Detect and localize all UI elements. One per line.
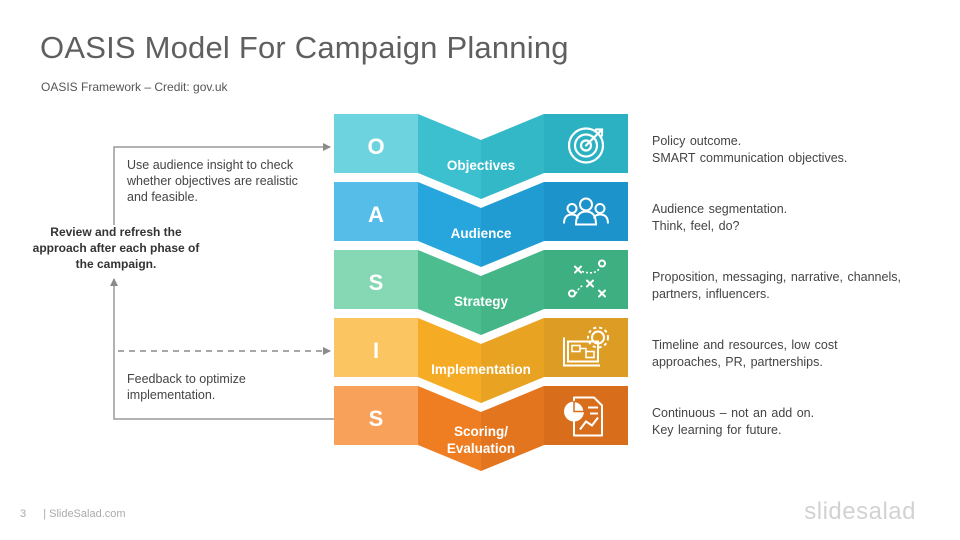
chevron-shade xyxy=(481,182,544,267)
icon-block xyxy=(544,318,628,377)
stage-letter: A xyxy=(368,202,384,227)
scoring-description-line: Continuous – not an add on. xyxy=(652,406,815,420)
letter-block xyxy=(334,182,418,241)
letter-block xyxy=(334,250,418,309)
stage-label: Evaluation xyxy=(447,441,515,456)
brand-logo: slidesalad xyxy=(804,498,916,525)
chevron-shade xyxy=(481,250,544,335)
audience-description: Audience segmentation. Think, feel, do? xyxy=(652,201,932,234)
strategy-description-line: partners, influencers. xyxy=(652,286,770,301)
page-title: OASIS Model For Campaign Planning xyxy=(40,30,569,65)
stage-label: Objectives xyxy=(447,158,515,173)
page-number: 3 xyxy=(20,508,27,520)
chevron-shade xyxy=(481,318,544,403)
target-icon xyxy=(567,127,605,164)
implementation-description-line: Timeline and resources, low cost xyxy=(652,338,838,352)
icon-block xyxy=(544,114,628,173)
chevron-shade xyxy=(481,386,544,471)
scoring-description-line: Key learning for future. xyxy=(652,422,782,437)
page-subtitle: OASIS Framework – Credit: gov.uk xyxy=(41,80,228,94)
stage-letter: S xyxy=(369,406,384,431)
scoring-description: Continuous – not an add on. Key learning… xyxy=(652,405,932,438)
oasis-stage: A Audience xyxy=(334,182,628,267)
oasis-stage: O Objectives xyxy=(334,114,628,199)
strategy-play-icon xyxy=(568,259,606,298)
top-loop-arrow xyxy=(113,143,331,225)
objectives-description-line: SMART communication objectives. xyxy=(652,150,848,165)
letter-block xyxy=(334,114,418,173)
audience-description-line: Think, feel, do? xyxy=(652,218,740,233)
stage-label: Implementation xyxy=(431,362,531,377)
stage-letter: I xyxy=(373,338,379,363)
implementation-description-line: approaches, PR, partnerships. xyxy=(652,354,823,369)
stage-label: Audience xyxy=(451,226,512,241)
people-icon xyxy=(563,197,609,226)
implementation-description: Timeline and resources, low cost approac… xyxy=(652,337,932,370)
objectives-description: Policy outcome. SMART communication obje… xyxy=(652,133,932,166)
strategy-description-line: Proposition, messaging, narrative, chann… xyxy=(652,270,901,284)
oasis-stage: S Scoring/Evaluation xyxy=(334,386,628,471)
stage-label: Scoring/ xyxy=(454,424,508,439)
audience-insight-note: Use audience insight to check whether ob… xyxy=(127,158,298,204)
bottom-loop-arrow xyxy=(110,278,334,420)
report-chart-icon xyxy=(564,396,603,437)
process-gear-icon xyxy=(563,326,609,367)
stage-letter: O xyxy=(367,134,384,159)
oasis-stage: S Strategy xyxy=(334,250,628,335)
strategy-description: Proposition, messaging, narrative, chann… xyxy=(652,269,932,302)
review-refresh-note: Review and refresh the approach after ea… xyxy=(32,225,200,271)
letter-block xyxy=(334,318,418,377)
icon-block xyxy=(544,250,628,309)
letter-block xyxy=(334,386,418,445)
stage-letter: S xyxy=(369,270,384,295)
feedback-note: Feedback to optimize implementation. xyxy=(127,372,246,402)
footer: 3 | SlideSalad.com xyxy=(20,508,126,520)
footer-site: | SlideSalad.com xyxy=(43,508,126,520)
chevron-shade xyxy=(481,114,544,199)
objectives-description-line: Policy outcome. xyxy=(652,134,742,148)
audience-description-line: Audience segmentation. xyxy=(652,202,788,216)
stage-label: Strategy xyxy=(454,294,509,309)
oasis-stage: I Implementation xyxy=(334,318,628,403)
